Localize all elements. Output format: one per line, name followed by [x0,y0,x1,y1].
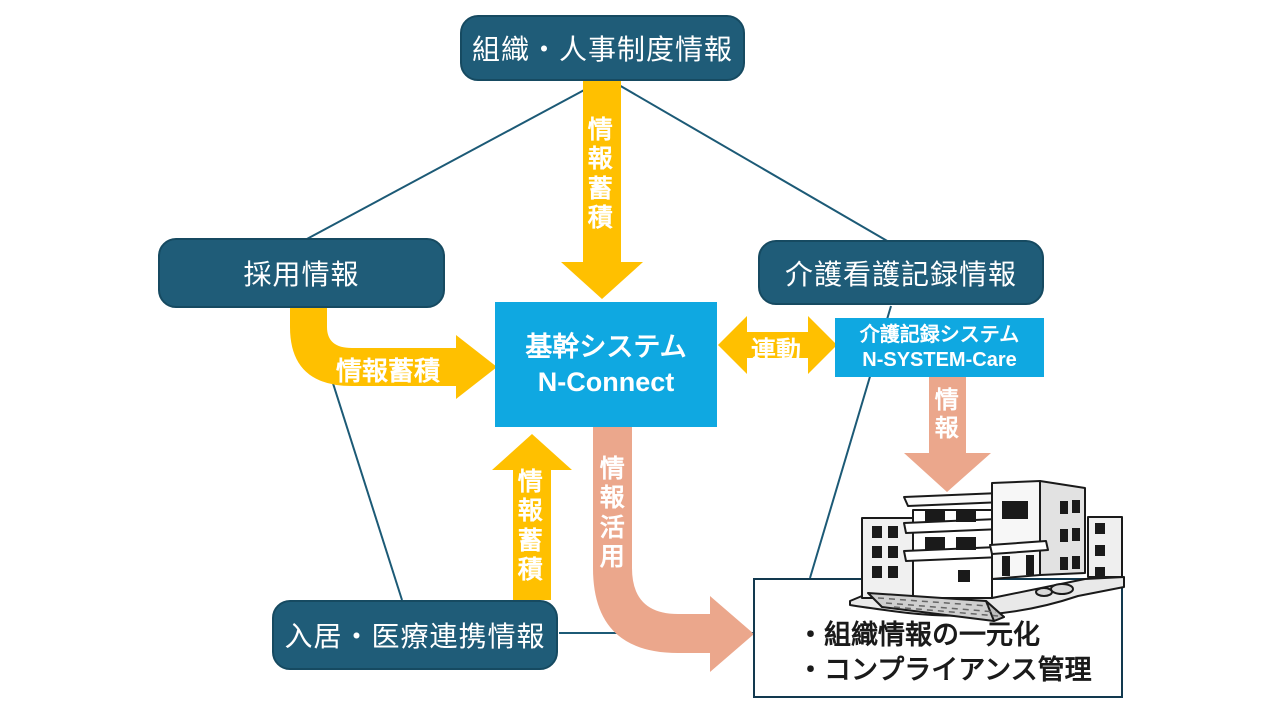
label-top-store: 情報蓄積 [587,116,613,232]
label-left-store: 情報蓄積 [336,356,441,386]
building-hedge-texture [877,597,999,617]
label-utilize: 情報活用 [599,455,625,571]
care-record-system-name: 介護記録システム [859,323,1020,346]
node-org-hr-info-label: 組織・人事制度情報 [471,34,733,65]
arrow-left-store-elbow [290,308,497,399]
node-org-hr-info: 組織・人事制度情報 [460,15,745,81]
building-windows [872,500,1105,582]
core-system-name: 基幹システム [525,331,687,362]
arrow-bottom-store-up [492,434,572,600]
node-residence-medical-info-label: 入居・医療連携情報 [284,621,546,652]
outcome-bullet-unified-org-info: ・組織情報の一元化 [797,620,1040,650]
line-org-to-carerecord [611,80,890,243]
node-care-record-info: 介護看護記録情報 [758,240,1044,305]
outcome-bullet-compliance: ・コンプライアンス管理 [797,655,1092,685]
care-record-system-product: N-SYSTEM-Care [862,348,1017,371]
line-org-to-recruit [304,80,602,241]
node-care-record-info-label: 介護看護記録情報 [784,258,1017,290]
arrow-info-down [904,377,991,492]
node-residence-medical-info: 入居・医療連携情報 [272,600,558,670]
arrow-utilize-elbow [593,427,754,672]
node-recruit-info-label: 採用情報 [243,259,360,290]
building-icon [849,480,1125,622]
node-recruit-info: 採用情報 [158,238,445,308]
node-care-record-system: 介護記録システム N-SYSTEM-Care [835,318,1044,377]
arrow-top-store-down [561,81,643,299]
label-sync: 連動 [751,337,802,365]
label-info: 情報 [934,387,959,443]
node-core-system: 基幹システム N-Connect [495,302,717,427]
core-system-product: N-Connect [537,366,675,397]
arrow-sync-bidirectional [718,316,837,374]
label-bottom-store: 情報蓄積 [517,468,543,584]
